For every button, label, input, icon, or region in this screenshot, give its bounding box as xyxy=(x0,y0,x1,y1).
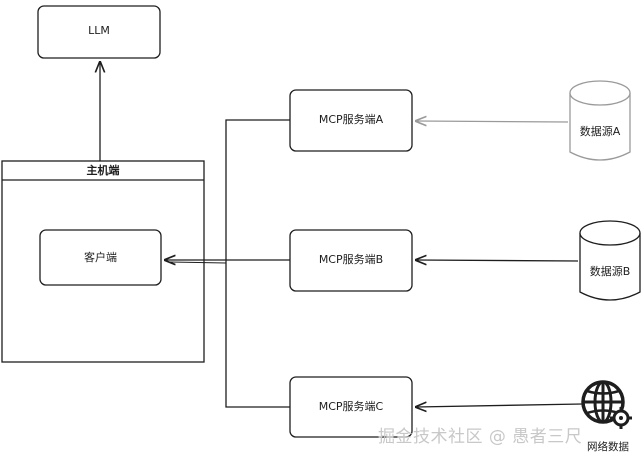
data-source-a-cylinder xyxy=(569,80,631,161)
llm-box xyxy=(37,5,161,59)
network-to-server-c-arrow xyxy=(416,404,583,407)
watermark: 掘金技术社区 @ 愚者三尺 xyxy=(378,427,583,447)
client-box xyxy=(39,229,162,286)
server-b-to-client-arrow-shadow xyxy=(169,261,227,264)
data-source-b-cylinder xyxy=(579,220,641,301)
source-a-label: 数据源A xyxy=(579,125,621,138)
server-bracket-connector xyxy=(225,119,290,408)
source-b-label: 数据源B xyxy=(589,265,631,278)
client-label: 客户端 xyxy=(84,251,117,264)
host-label: 主机端 xyxy=(86,164,120,177)
server-a-label: MCP服务端A xyxy=(318,113,384,126)
server-b-label: MCP服务端B xyxy=(318,253,384,266)
server-c-label: MCP服务端C xyxy=(318,400,384,413)
source-a-to-server-a-arrow xyxy=(416,121,569,122)
llm-label: LLM xyxy=(88,24,110,37)
globe-icon xyxy=(581,380,625,424)
source-b-to-server-b-arrow xyxy=(416,260,579,261)
network-label: 网络数据 xyxy=(587,441,629,453)
gear-icon xyxy=(610,407,632,429)
